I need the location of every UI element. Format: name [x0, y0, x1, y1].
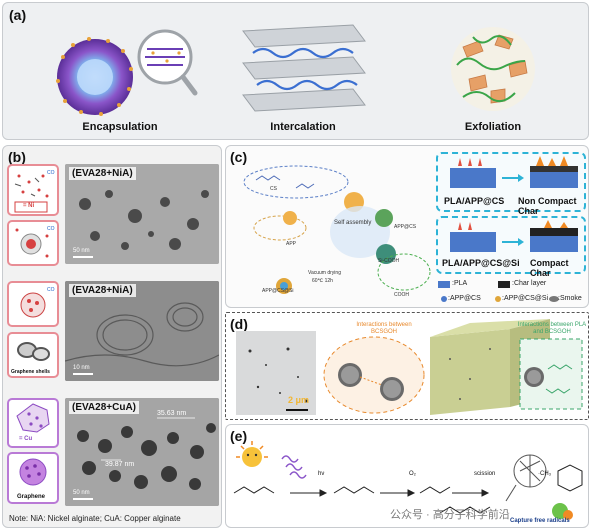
tem-scale-2: 10 nm	[73, 365, 90, 371]
cu-dispersion-icon	[16, 403, 50, 433]
si-cooh-label: Si-COOH	[378, 258, 400, 264]
graphene-label: Graphene	[17, 494, 46, 500]
exfoliation-illustration	[451, 27, 535, 111]
char-result-1: Non Compact Char	[518, 196, 577, 216]
tem-label-3: (EVA28+CuA)	[69, 401, 139, 414]
legend-pla: :PLA	[452, 280, 468, 287]
tile-cu-dispersion: = Cu	[7, 398, 59, 448]
tem-scale-3: 50 nm	[73, 490, 90, 496]
interaction-scheme	[323, 319, 583, 415]
panel-b-label: (b)	[8, 149, 26, 165]
caption-exfoliation: Exfoliation	[464, 121, 522, 133]
intercalation-illustration	[242, 24, 366, 112]
compact-char-illustration	[450, 220, 578, 252]
panel-d-title-left: Interactions between BCSGOH	[356, 322, 412, 335]
ni-particle-icon	[15, 228, 49, 258]
tile-graphene-shells: Graphene shells	[7, 332, 59, 378]
panel-c: (c) CS APP Self assembly APP@CS Si-COOH …	[225, 145, 589, 308]
char-box-compact: PLA/APP@CS@Si Compact Char	[436, 216, 586, 278]
tem-measure-1: 35.63 nm	[157, 410, 187, 417]
o2-label: O₂	[409, 471, 416, 477]
char-box-non-compact: PLA/APP@CS Non Compact Char	[436, 152, 586, 216]
panel-d: (d) 2 μm Interactions between BCSGOH Int…	[225, 312, 589, 420]
co-label-2: CO	[47, 226, 55, 232]
caption-encapsulation: Encapsulation	[82, 121, 158, 133]
temp-label: 60℃ 12h	[312, 278, 333, 284]
graphene-icon	[19, 458, 47, 486]
tem-measure-2: 39.87 nm	[105, 461, 135, 468]
char-sample-1: PLA/APP@CS	[444, 196, 505, 206]
caption-intercalation: Intercalation	[270, 121, 336, 133]
app-label: APP	[286, 241, 297, 247]
co-label-3: CO	[47, 287, 55, 293]
encapsulation-illustration	[56, 29, 198, 116]
self-assembly-scheme	[243, 165, 431, 294]
tem-label-1: (EVA28+NiA)	[69, 167, 136, 180]
tem-image-3: (EVA28+CuA) 35.63 nm 39.87 nm 50 nm	[65, 398, 219, 506]
graphene-shells-label: Graphene shells	[11, 369, 50, 375]
tem-image-d	[236, 331, 316, 415]
panel-a: (a) Encapsulation	[2, 2, 589, 140]
panel-e: (e) hν O₂ scission ·CH₃ Capture free rad…	[225, 424, 589, 528]
legend-smoke: :Smoke	[558, 295, 582, 302]
app-cs-si-label: APP@CS@Si	[262, 288, 294, 294]
panel-a-label: (a)	[9, 7, 27, 23]
vacuum-label: Vacuum drying	[308, 270, 341, 276]
panel-c-label: (c)	[230, 149, 248, 165]
panel-b: (b) = Ni CO CO CO Graphene shells	[2, 145, 222, 528]
watermark: 公众号 · 高分子科学前沿	[390, 509, 510, 521]
panel-e-label: (e)	[230, 428, 248, 444]
tile-ni-cluster: CO	[7, 281, 59, 327]
cs-label: CS	[270, 186, 277, 192]
panel-d-label: (d)	[230, 316, 248, 332]
tile-ni-dispersion: = Ni CO	[7, 164, 59, 216]
ni-cluster-icon	[20, 292, 46, 318]
char-sample-2: PLA/APP@CS@Si	[442, 258, 520, 268]
app-cs-label: APP@CS	[394, 224, 417, 230]
tem-particles-1	[65, 164, 219, 264]
cooh-label: COOH	[394, 292, 409, 298]
legend-char: :Char layer	[512, 280, 547, 287]
ni-dispersion-icon	[14, 174, 49, 213]
ni-legend: = Ni	[23, 203, 35, 209]
non-compact-char-illustration	[450, 156, 578, 188]
tem-lattice-2	[65, 281, 219, 381]
tem-scale-1: 50 nm	[73, 248, 90, 254]
panel-d-title-right: Interactions between PLA and BCSGOH	[517, 322, 587, 335]
ch3-label: ·CH₃	[538, 471, 552, 477]
panel-b-note: Note: NiA: Nickel alginate; CuA: Copper …	[9, 514, 181, 523]
degradation-scheme	[233, 441, 583, 520]
tile-ni-particle: CO	[7, 220, 59, 266]
capture-label: Capture free radicals	[510, 518, 570, 524]
panel-d-scale: 2 μm	[288, 395, 310, 405]
char-result-2: Compact Char	[530, 258, 569, 278]
self-assembly-label: Self assembly	[334, 220, 372, 226]
legend-app-cs: :APP@CS	[448, 295, 481, 302]
graphene-shells-icon	[17, 342, 50, 361]
scission-label: scission	[474, 471, 496, 477]
tem-particles-3	[65, 398, 219, 506]
legend-app-cs-si: :APP@CS@Si	[502, 295, 549, 302]
co-label-1: CO	[47, 170, 55, 176]
hv-label: hν	[318, 471, 325, 477]
tile-graphene: Graphene	[7, 452, 59, 504]
legend-icons	[438, 281, 559, 302]
cu-legend: = Cu	[19, 436, 33, 442]
tem-image-2: (EVA28+NiA) 10 nm	[65, 281, 219, 381]
tem-label-2: (EVA28+NiA)	[69, 284, 136, 297]
tem-image-1: (EVA28+NiA) 50 nm	[65, 164, 219, 264]
